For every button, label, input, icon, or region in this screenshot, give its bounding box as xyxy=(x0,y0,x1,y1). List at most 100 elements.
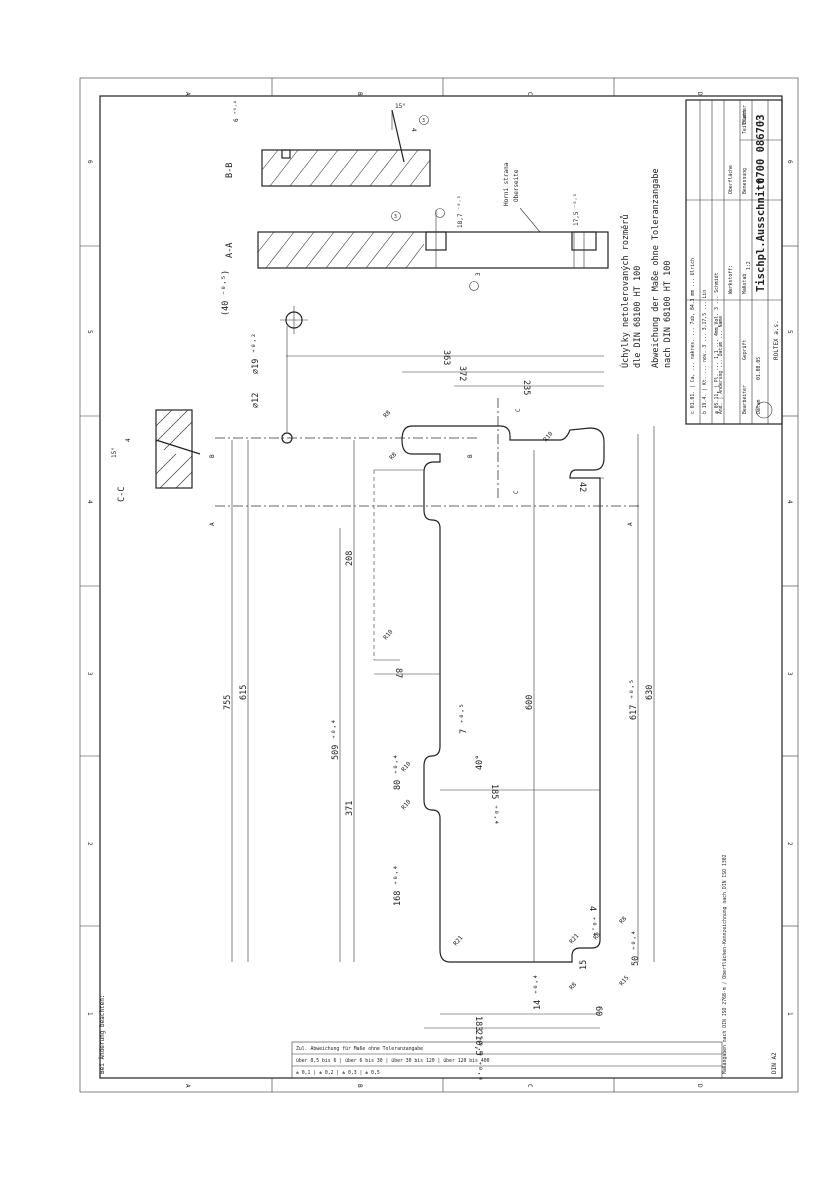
border-num-2-right: 2 xyxy=(786,842,793,846)
cut-marker-b-right: B xyxy=(467,454,474,458)
dim-87: 87 xyxy=(393,668,403,678)
dim-630: 630 xyxy=(645,685,655,700)
dim-615: 615 xyxy=(239,685,249,700)
section-aa-circle: 3 xyxy=(394,214,397,220)
dim-600: 600 xyxy=(525,695,535,710)
border-letter-a-top: A xyxy=(184,92,191,96)
note-de-2: nach DIN 68100 HT 100 xyxy=(663,261,673,368)
dim-dia19: ⌀19 ⁺⁰·² xyxy=(251,333,261,374)
border-num-5-left: 5 xyxy=(86,330,93,334)
dim-371: 371 xyxy=(345,801,355,816)
border-num-3-right: 3 xyxy=(786,672,793,676)
radius-2: R8 xyxy=(388,451,398,461)
main-part xyxy=(280,306,605,963)
outer-frame xyxy=(79,77,799,1093)
rev-row-4: Änd. | Änderung ... Datum ... Name xyxy=(717,316,724,414)
name-label: Benennung xyxy=(742,168,748,194)
radius-11: R15 xyxy=(618,974,631,987)
border-num-6-left: 6 xyxy=(86,160,93,164)
border-letter-a-bottom: A xyxy=(184,1084,191,1088)
section-aa-dim1: 18,7 ⁻⁰·³ xyxy=(457,195,464,228)
border-num-6-right: 6 xyxy=(786,160,793,164)
tol-row-1: über 0,5 bis 6 | über 6 bis 30 | über 30… xyxy=(296,1058,490,1064)
dim-363: 363 xyxy=(441,350,451,365)
radius-6: R10 xyxy=(400,798,413,811)
radius-12: R8 xyxy=(618,915,628,925)
section-bb-depth: 6 ⁺⁰·⁴ xyxy=(233,100,240,122)
sheet-value: 1/1 xyxy=(756,115,762,124)
title-block: c 01.01. | Ca, ... nakres. ... 7ub, 84.3… xyxy=(685,99,783,425)
section-bb-hatch xyxy=(261,149,431,187)
general-notes: Úchylky netolerovaných rozměrů dle DIN 6… xyxy=(619,168,673,368)
dim-210-5: 210,5 ⁺⁰·⁴ xyxy=(473,1030,483,1081)
border-num-4-left: 4 xyxy=(86,500,93,504)
dim-40deg: 40° xyxy=(475,755,485,770)
dim-50: 50 ⁺⁰·⁴ xyxy=(631,930,641,966)
section-aa: A-A 18,7 ⁻⁰·³ 17,5 ⁻⁰·³ 3 Horní strana O… xyxy=(225,162,609,291)
section-bb-dim: 4 xyxy=(410,128,417,132)
cut-marker-b-left: B xyxy=(209,454,216,458)
border-num-5-right: 5 xyxy=(786,330,793,334)
border-letter-b-top: B xyxy=(356,92,363,96)
rev-row-1: c 01.01. | Ca, ... nakres. ... 7ub, 84.3… xyxy=(690,258,696,414)
border-letter-c-top: C xyxy=(526,92,533,96)
section-bb-circle: 3 xyxy=(422,118,425,124)
tol-header: Zul. Abweichung für Maße ohne Toleranzan… xyxy=(296,1046,423,1052)
frame-ticks xyxy=(80,78,798,1092)
dim-80: 80 ⁺⁰·⁴ xyxy=(393,754,403,790)
radius-3: R10 xyxy=(542,430,555,443)
dim-60: 60 xyxy=(593,1006,603,1016)
radius-8: R8 xyxy=(568,981,578,991)
border-num-3-left: 3 xyxy=(86,672,93,676)
dim-235: 235 xyxy=(521,380,531,395)
section-bb-notch xyxy=(281,149,291,159)
dim-372: 372 xyxy=(457,366,467,381)
section-lines: B B A A C C xyxy=(209,398,640,526)
radius-4: R10 xyxy=(382,628,395,641)
dimension-texts: (40 ⁻⁰·⁵) ⌀19 ⁺⁰·² ⌀12 363 372 235 755 6… xyxy=(221,270,655,1081)
border-letter-b-bottom: B xyxy=(356,1084,363,1088)
section-aa-hatch xyxy=(257,231,425,269)
format-code: DIN A2 xyxy=(771,1052,778,1074)
radius-1: R8 xyxy=(382,409,392,419)
border-letter-d-bottom: D xyxy=(696,1084,703,1088)
border-letter-c-bottom: C xyxy=(526,1084,533,1088)
sheet-label: Blatt xyxy=(742,109,748,124)
treatment-label: Oberfläche xyxy=(728,165,734,194)
company-logo-icon xyxy=(755,401,773,419)
material-label: Werkstoff: xyxy=(728,265,734,294)
dim-40: (40 ⁻⁰·⁵) xyxy=(221,270,231,316)
scale-label: Maßstab xyxy=(742,274,748,294)
tol-footnote: Maßangaben nach DIN ISO 2768-m / Oberflä… xyxy=(722,854,728,1074)
checked-label: Geprüft xyxy=(742,340,748,360)
cut-marker-a-left: A xyxy=(209,522,216,526)
section-aa-dim2: 17,5 ⁻⁰·³ xyxy=(573,193,580,226)
main-part-outline xyxy=(401,425,605,963)
section-cc-label: C-C xyxy=(117,487,127,502)
border-letters: A B C D A B C D xyxy=(184,92,703,1088)
dimension-lines xyxy=(231,355,655,1029)
date-value: 01.08.05 xyxy=(756,357,762,380)
section-cc-angle: 15° xyxy=(111,447,118,458)
company-name: ROLTEX a.s. xyxy=(773,320,780,360)
tolerance-table: Zul. Abweichung für Maße ohne Toleranzan… xyxy=(291,854,778,1079)
note-de-1: Abweichung der Maße ohne Toleranzangabe xyxy=(651,168,661,368)
cut-marker-a-right: A xyxy=(627,522,634,526)
scale-value: 1:2 xyxy=(746,261,752,270)
part-number: 0700 086703 xyxy=(755,114,767,184)
rev-row-2: b 19.4. | Kt. ... nov. 3 ... 3,17,5 ... … xyxy=(702,290,708,414)
section-cc: C-C 15° 4 xyxy=(111,409,201,502)
section-bb-label: B-B xyxy=(225,163,235,178)
dim-dia12: ⌀12 xyxy=(251,393,261,408)
dim-208: 208 xyxy=(345,551,355,566)
border-num-4-right: 4 xyxy=(786,500,793,504)
drawing-title: Tischpl.Ausschnitt xyxy=(755,178,767,292)
edit-label: Bearbeiter xyxy=(742,385,748,414)
dim-185: 185 ⁺⁰·⁴ xyxy=(489,784,499,825)
border-letter-d-top: D xyxy=(696,92,703,96)
border-numbers: 1 2 3 4 5 6 1 2 3 4 5 6 xyxy=(86,160,793,1016)
dim-168: 168 ⁺⁰·⁴ xyxy=(393,865,403,906)
number-label: Teilnummer xyxy=(742,105,748,134)
section-bb: B-B 15° 4 6 ⁺⁰·⁴ 3 xyxy=(225,100,431,187)
